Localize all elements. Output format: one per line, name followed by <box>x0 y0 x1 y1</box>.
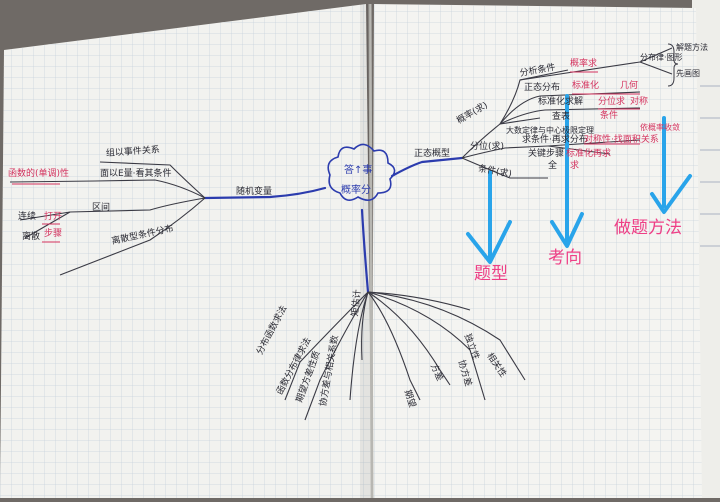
left-node-8: 步骤 <box>44 229 63 239</box>
right-branch-label: 正态概型 <box>414 149 451 159</box>
right-node-h1: 全 <box>548 161 558 171</box>
right-node-b5: 概率求 <box>570 59 598 69</box>
right-main-branch <box>390 156 464 178</box>
right-node-d2: 解题方法 <box>676 43 708 52</box>
underlying-paper-lines <box>700 85 720 247</box>
left-node-5: 打开 <box>44 212 63 222</box>
gutter <box>368 3 374 499</box>
right-node-h2: 求 <box>570 161 580 171</box>
left-node-2: 函数的(单调)性 <box>8 169 70 179</box>
right-node-f1: 关键步骤 <box>528 149 565 159</box>
right-node-c5: 条件 <box>600 111 619 121</box>
right-node-c1: 标准化 <box>572 81 600 91</box>
center-cloud <box>327 143 396 201</box>
center-title-line2: 概率分 <box>341 185 371 196</box>
left-branch-label: 随机变量 <box>236 187 273 197</box>
right-node-a2: 分位(求) <box>470 142 505 152</box>
right-page-grid <box>372 4 702 498</box>
right-node-c3: 分位求 <box>598 97 626 107</box>
annotation-exam-direction: 考向 <box>548 248 582 268</box>
right-node-b3: 标准化求解 <box>538 97 584 107</box>
center-title-line1: 答↑事 <box>344 165 373 176</box>
left-node-6: 区间 <box>92 203 111 213</box>
right-node-d1: 分布律·图形 <box>640 53 683 62</box>
annotation-method: 做题方法 <box>614 218 682 238</box>
left-page-grid <box>0 4 372 498</box>
right-node-g2: 依概率收敛 <box>640 123 680 132</box>
right-node-e2: 对称性·找面积关系 <box>584 135 659 145</box>
left-node-7: 离散 <box>22 232 41 242</box>
right-node-g1: 大数定律与中心极限定理 <box>506 126 594 135</box>
right-node-f2: 标准化再求 <box>566 149 612 159</box>
right-node-e1: 求条件·再求分布 <box>522 135 588 145</box>
right-node-b2: 正态分布 <box>524 83 561 93</box>
annotation-question-type: 题型 <box>474 264 508 284</box>
left-node-4: 连续 <box>18 212 37 222</box>
bottom-main-branch <box>360 208 370 294</box>
right-node-d3: 先画图 <box>676 69 700 78</box>
left-main-branch <box>203 186 327 200</box>
right-node-c4: 对称 <box>630 97 649 107</box>
right-node-b4: 查表 <box>552 112 571 122</box>
left-node-3: 面以E量·看其条件 <box>100 169 172 179</box>
right-node-c2: 几何 <box>620 81 639 91</box>
